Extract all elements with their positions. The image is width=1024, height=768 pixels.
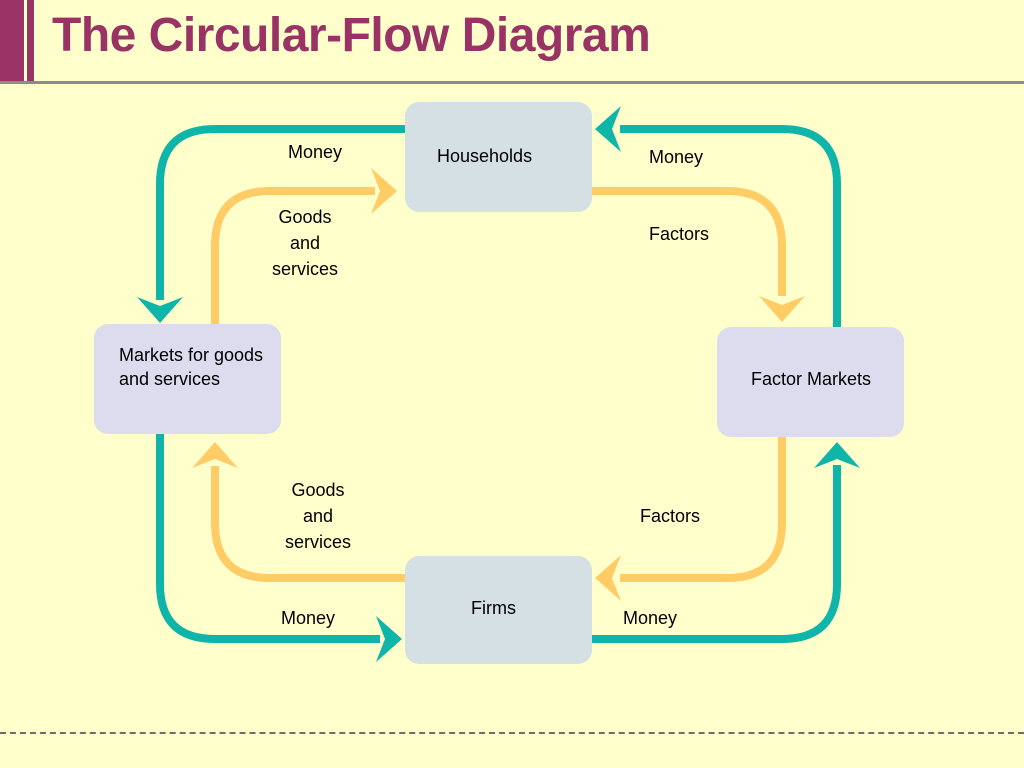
goods-label-bottom-line2: and [302,506,334,526]
money-arrowhead-right [376,616,402,662]
goods-flow-markets-to-households [211,187,375,324]
goods-label-bottom: Goods and services [275,477,361,555]
households-node: Households [405,102,592,212]
goods-label-bottom-line3: services [284,532,351,552]
footer-dashed-rule [0,732,1024,734]
factors-flow-households-to-factor-markets [592,187,786,296]
title-accent-bar [0,0,24,82]
factor-markets-node: Factor Markets [717,327,904,437]
title-accent-bar-thin [27,0,34,82]
goods-label-top-line2: and [289,233,321,253]
factors-flow-factor-markets-to-firms [620,437,786,582]
money-label-top-right: Money [649,147,704,167]
goods-markets-label: Markets for goods and services [119,345,264,389]
money-arrowhead-down [137,297,183,323]
money-arrowhead-up [814,442,860,468]
goods-label-top-line3: services [271,259,338,279]
firms-node: Firms [405,556,592,664]
money-label-bottom-right: Money [623,608,678,628]
money-arrowhead-left [595,106,621,152]
goods-label-bottom-line1: Goods [291,480,345,500]
goods-arrowhead-up [192,442,238,468]
factors-arrowhead-down [759,296,805,322]
factors-label-bottom: Factors [640,506,701,526]
money-label-top-left: Money [288,142,343,162]
households-label: Households [437,146,533,166]
factors-label-top: Factors [649,224,710,244]
money-flow-firms-to-factor-markets [592,465,841,643]
goods-markets-node: Markets for goods and services [94,324,281,434]
factor-markets-label: Factor Markets [751,369,872,389]
goods-arrowhead-right [371,168,397,214]
firms-label: Firms [471,598,516,618]
goods-flow-firms-to-markets [211,466,405,582]
money-flow-households-to-goods-markets [156,125,405,300]
money-flow-factor-markets-to-households [620,125,841,327]
factors-arrowhead-left [595,555,621,601]
title-divider [0,81,1024,84]
slide-title: The Circular-Flow Diagram [52,9,651,62]
goods-label-top-line1: Goods [278,207,332,227]
money-flow-goods-markets-to-firms [156,434,380,643]
money-label-bottom-left: Money [281,608,336,628]
goods-label-top: Goods and services [262,204,348,282]
